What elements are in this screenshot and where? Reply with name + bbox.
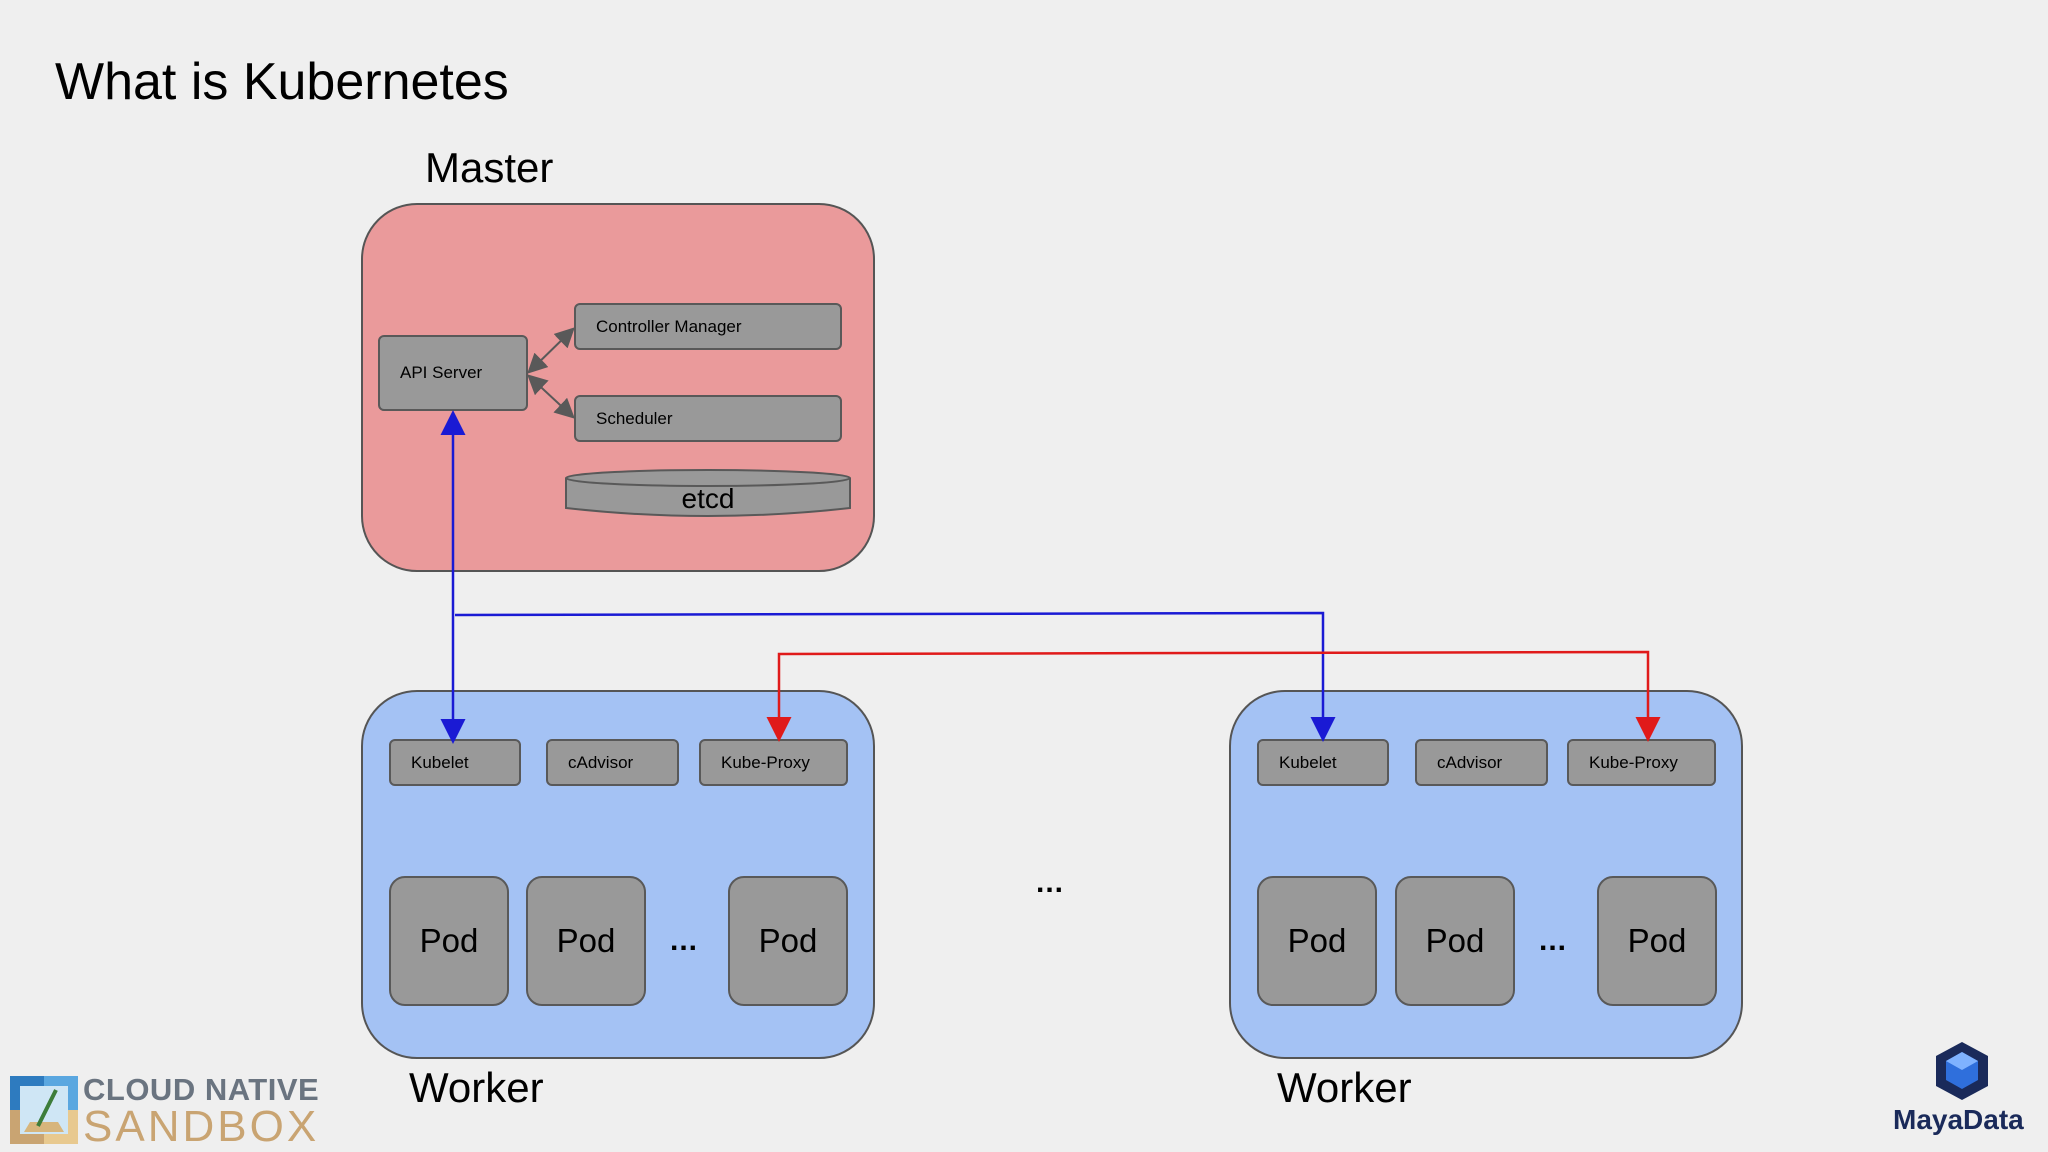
- pod-box: Pod: [1395, 876, 1515, 1006]
- pod-ellipsis: ...: [670, 924, 699, 957]
- kube-proxy-box-1: Kube-Proxy: [699, 739, 848, 786]
- api-kubelet-link-2: [454, 611, 1336, 742]
- worker-label-1: Worker: [409, 1064, 544, 1111]
- pod-box: Pod: [1257, 876, 1377, 1006]
- pod-ellipsis: ...: [1539, 924, 1568, 957]
- etcd-cylinder: etcd: [565, 469, 851, 517]
- cloud-native-sandbox-icon: [10, 1076, 78, 1144]
- pod-box: Pod: [526, 876, 646, 1006]
- etcd-label: etcd: [682, 483, 735, 514]
- sandbox-logo-line1: CLOUD NATIVE: [83, 1072, 320, 1107]
- master-label: Master: [425, 144, 554, 191]
- worker-label-2: Worker: [1277, 1064, 1412, 1111]
- pod-box: Pod: [728, 876, 848, 1006]
- sandbox-logo-line2: SANDBOX: [83, 1102, 320, 1151]
- pod-box: Pod: [1597, 876, 1717, 1006]
- api-scheduler-arrow: [527, 374, 575, 419]
- page-title: What is Kubernetes: [55, 53, 509, 111]
- worker-ellipsis: ...: [1036, 866, 1065, 899]
- kube-proxy-link: [766, 650, 1661, 742]
- pod-box: Pod: [389, 876, 509, 1006]
- scheduler-box: Scheduler: [574, 395, 842, 442]
- kubelet-box-1: Kubelet: [389, 739, 521, 786]
- cadvisor-box-2: cAdvisor: [1415, 739, 1548, 786]
- mayadata-logo-text: MayaData: [1893, 1104, 2024, 1135]
- kube-proxy-box-2: Kube-Proxy: [1567, 739, 1716, 786]
- controller-manager-box: Controller Manager: [574, 303, 842, 350]
- api-server-box: API Server: [378, 335, 528, 411]
- api-controller-arrow: [527, 327, 575, 374]
- mayadata-cube-icon: [1936, 1042, 1988, 1100]
- cadvisor-box-1: cAdvisor: [546, 739, 679, 786]
